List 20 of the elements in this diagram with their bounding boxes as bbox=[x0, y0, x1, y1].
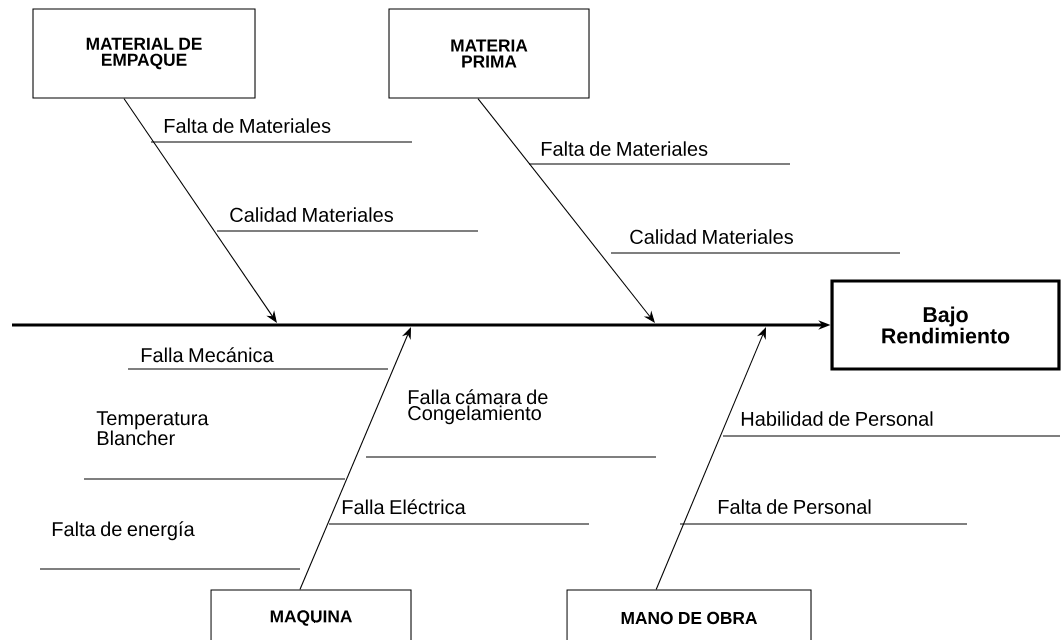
category-box: MAQUINA bbox=[210, 589, 412, 640]
cause-label: Falla Mecánica bbox=[141, 347, 274, 363]
cause-label: Temperatura Blancher bbox=[96, 411, 209, 446]
cause-label: Calidad Materiales bbox=[230, 207, 393, 222]
effect-box: Bajo Rendimiento bbox=[830, 279, 1061, 371]
bone-arrow bbox=[123, 98, 277, 323]
category-box: MATERIAL DE EMPAQUE bbox=[32, 8, 256, 99]
category-box: MATERIA PRIMA bbox=[388, 8, 590, 99]
cause-label: Habilidad de Personal bbox=[741, 411, 933, 426]
bone-arrow bbox=[477, 98, 655, 323]
category-box: MANO DE OBRA bbox=[566, 589, 812, 640]
bone-arrow bbox=[299, 327, 411, 590]
cause-label: Falta de Personal bbox=[718, 499, 871, 514]
bone-arrow bbox=[655, 327, 766, 590]
cause-label: Falta de Materiales bbox=[164, 118, 331, 133]
cause-label: Falla cámara de Congelamiento bbox=[408, 389, 548, 425]
cause-label: Falla Eléctrica bbox=[342, 499, 466, 515]
cause-label: Calidad Materiales bbox=[630, 229, 793, 244]
cause-label: Falta de energía bbox=[52, 521, 195, 541]
cause-label: Falta de Materiales bbox=[541, 141, 708, 156]
